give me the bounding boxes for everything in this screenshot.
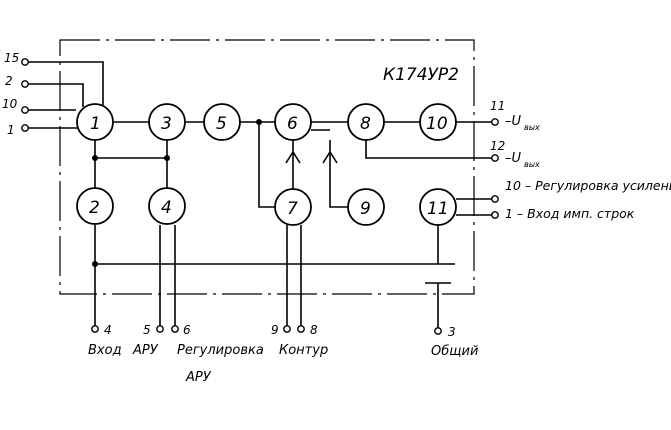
right-pin-labels: 11 –U вых 12 –U вых 10 – Регулировка уси… (490, 99, 671, 221)
pin-label-8: 8 (310, 323, 318, 337)
block-2: 2 (76, 187, 114, 225)
block-11: 11 (419, 188, 457, 226)
left-pin-labels: 15 2 10 1 (2, 51, 19, 137)
pin-label-3: 3 (448, 325, 456, 339)
bottom-captions: Вход АРУ Регулировка АРУ Контур Общий (88, 343, 478, 385)
svg-text:11: 11 (427, 199, 449, 219)
svg-text:2: 2 (89, 198, 100, 218)
wires (28, 61, 492, 328)
junction-dots (92, 119, 262, 267)
pin-label-5: 5 (143, 323, 151, 337)
svg-text:7: 7 (287, 199, 298, 219)
pins (21, 58, 499, 335)
block-5: 5 (203, 103, 241, 141)
svg-text:1: 1 (90, 114, 101, 134)
pin-1-description: 1 – Вход имп. строк (505, 206, 635, 221)
svg-text:8: 8 (360, 114, 371, 134)
block-4: 4 (148, 187, 186, 225)
pin-label-1: 1 (7, 123, 15, 137)
pin-label-9: 9 (271, 323, 279, 337)
caption-kontur: Контур (279, 343, 328, 358)
svg-text:3: 3 (161, 114, 172, 134)
svg-text:4: 4 (161, 198, 172, 218)
output-12-label: –U (505, 151, 522, 166)
chip-boundary (59, 39, 475, 295)
pin-label-6: 6 (183, 323, 191, 337)
caption-regulirovka: Регулировка (177, 343, 264, 358)
caption-aru: АРУ (132, 343, 159, 358)
block-1: 1 (76, 103, 114, 141)
pin-label-2: 2 (5, 74, 13, 88)
block-3: 3 (148, 103, 186, 141)
chip-name: К174УР2 (383, 65, 459, 85)
svg-text:10: 10 (426, 114, 448, 134)
block-9: 9 (347, 188, 385, 226)
caption-regulirovka-aru: АРУ (185, 370, 212, 385)
block-6: 6 (274, 103, 312, 141)
pin-label-11: 11 (490, 99, 505, 113)
pin-label-15: 15 (4, 51, 19, 65)
svg-text:9: 9 (360, 199, 371, 219)
block-7: 7 (274, 188, 312, 226)
pin-10-description: 10 – Регулировка усиления (505, 178, 671, 193)
block-10: 10 (419, 103, 457, 141)
svg-text:5: 5 (216, 114, 227, 134)
block-8: 8 (347, 103, 385, 141)
output-11-label: –U (505, 114, 522, 129)
output-12-sub: вых (524, 160, 540, 169)
caption-common: Общий (431, 344, 478, 359)
pin-label-12: 12 (490, 139, 505, 153)
bottom-pin-labels: 4 5 6 9 8 3 (104, 323, 456, 339)
svg-text:6: 6 (287, 114, 298, 134)
output-11-sub: вых (524, 123, 540, 132)
pin-label-10: 10 (2, 97, 18, 111)
caption-vhod: Вход (88, 343, 122, 358)
pin-label-4: 4 (104, 323, 112, 337)
